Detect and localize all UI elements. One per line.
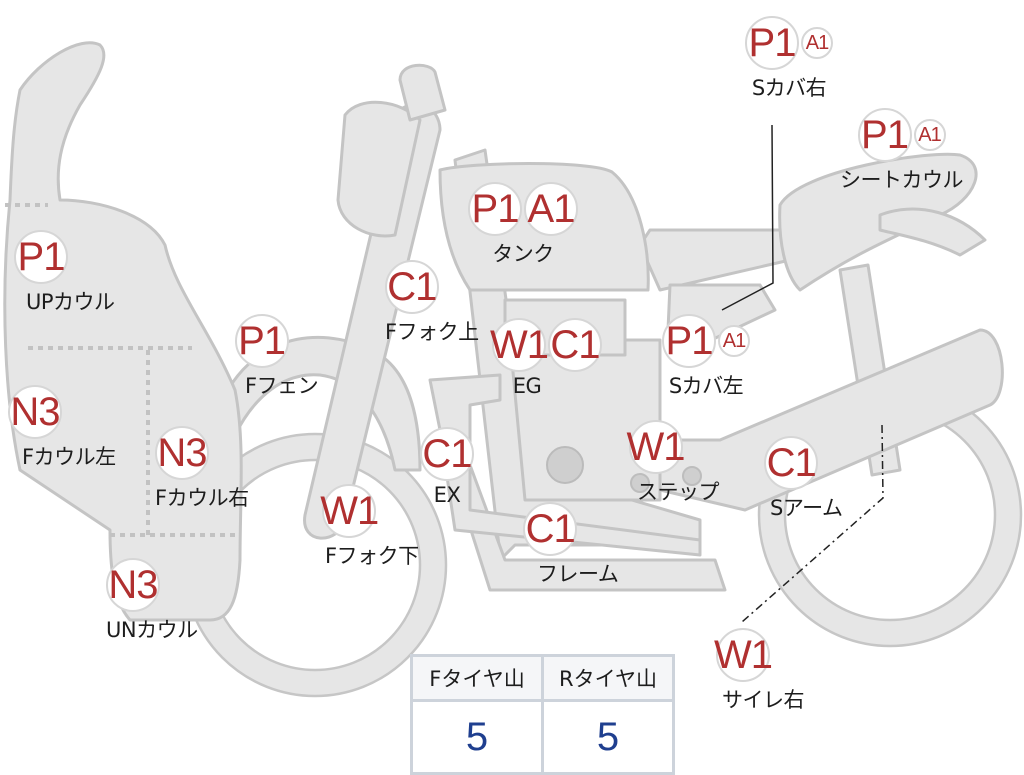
callout-s-cover-left: P1 A1 Sカバ左 bbox=[662, 314, 750, 400]
callout-exhaust: C1 EX bbox=[420, 427, 474, 507]
step-bolt-1 bbox=[630, 473, 650, 493]
code-badge: W1 bbox=[627, 420, 686, 474]
callout-under-cowl: N3 UNカウル bbox=[106, 558, 198, 644]
tail-fin bbox=[878, 207, 987, 257]
callout-tank: P1 A1 タンク bbox=[468, 182, 578, 268]
callout-step: W1 ステップ bbox=[592, 420, 720, 506]
callout-f-fork-upper: C1 Fフォク上 bbox=[345, 260, 479, 346]
part-label: UPカウル bbox=[26, 290, 115, 314]
front-tire-value: 5 bbox=[410, 699, 544, 775]
code-badge: W1 bbox=[490, 318, 549, 372]
leader-silencer-right bbox=[741, 424, 884, 623]
engine-cover bbox=[546, 446, 584, 484]
code-badge: C1 bbox=[764, 436, 819, 490]
rear-tire-header: Rタイヤ山 bbox=[541, 654, 675, 702]
code-badge: W1 bbox=[320, 484, 379, 538]
front-tire-header: Fタイヤ山 bbox=[410, 654, 544, 702]
part-label: シートカウル bbox=[840, 168, 964, 192]
seat-rail bbox=[638, 228, 792, 292]
code-badge: C1 bbox=[384, 260, 439, 314]
rear-tire-value: 5 bbox=[541, 699, 675, 775]
code-badge: N3 bbox=[155, 426, 209, 480]
code-badge: N3 bbox=[106, 558, 160, 612]
callout-seat-cowl: P1 A1 シートカウル bbox=[840, 108, 964, 194]
code-badge: A1 bbox=[801, 27, 833, 59]
code-badge: C1 bbox=[420, 427, 474, 481]
code-badge: P1 bbox=[857, 108, 912, 162]
callout-f-fender: P1 Fフェン bbox=[205, 314, 319, 400]
code-badge: A1 bbox=[718, 325, 750, 357]
part-label: EX bbox=[433, 483, 461, 507]
part-label: Sカバ左 bbox=[668, 374, 744, 398]
part-label: Fフォク下 bbox=[325, 544, 419, 568]
part-label: Fフェン bbox=[245, 374, 319, 398]
callout-f-cowl-right: N3 Fカウル右 bbox=[155, 426, 249, 512]
part-label: タンク bbox=[492, 242, 554, 266]
part-label: Sカバ右 bbox=[751, 76, 827, 100]
callout-swing-arm: C1 Sアーム bbox=[740, 436, 843, 522]
code-badge: P1 bbox=[234, 314, 289, 368]
callout-frame: C1 フレーム bbox=[482, 502, 619, 588]
part-label: サイレ右 bbox=[722, 688, 805, 712]
part-label: ステップ bbox=[637, 480, 720, 504]
step-bolt-2 bbox=[682, 466, 702, 486]
part-label: Fフォク上 bbox=[385, 320, 479, 344]
callout-s-cover-right: P1 A1 Sカバ右 bbox=[745, 16, 833, 102]
handlebar bbox=[398, 63, 447, 122]
code-badge: W1 bbox=[714, 628, 773, 682]
part-label: EG bbox=[512, 374, 542, 398]
code-badge: P1 bbox=[468, 182, 522, 236]
code-badge: C1 bbox=[548, 318, 602, 372]
callout-up-cowl: P1 UPカウル bbox=[14, 230, 115, 316]
code-badge: A1 bbox=[913, 119, 946, 151]
code-badge: P1 bbox=[14, 230, 68, 284]
leader-s-cover-right bbox=[721, 124, 774, 311]
meter-cluster bbox=[336, 100, 422, 238]
part-label: Fカウル右 bbox=[155, 486, 249, 510]
callout-f-fork-lower: W1 Fフォク下 bbox=[280, 484, 419, 570]
part-label: Sアーム bbox=[770, 496, 843, 520]
callout-silencer-right: W1 サイレ右 bbox=[682, 628, 805, 714]
tire-tread-table: Fタイヤ山 Rタイヤ山 5 5 bbox=[410, 654, 675, 775]
callout-engine: W1 C1 EG bbox=[490, 318, 602, 398]
code-badge: A1 bbox=[524, 182, 578, 236]
part-label: Fカウル左 bbox=[22, 445, 116, 469]
code-badge: P1 bbox=[662, 314, 716, 368]
callout-f-cowl-left: N3 Fカウル左 bbox=[8, 385, 116, 471]
code-badge: P1 bbox=[745, 16, 799, 70]
swing-arm-shape bbox=[658, 328, 1004, 512]
code-badge: N3 bbox=[8, 385, 62, 439]
part-label: フレーム bbox=[537, 562, 619, 586]
part-label: UNカウル bbox=[106, 618, 198, 642]
code-badge: C1 bbox=[523, 502, 578, 556]
